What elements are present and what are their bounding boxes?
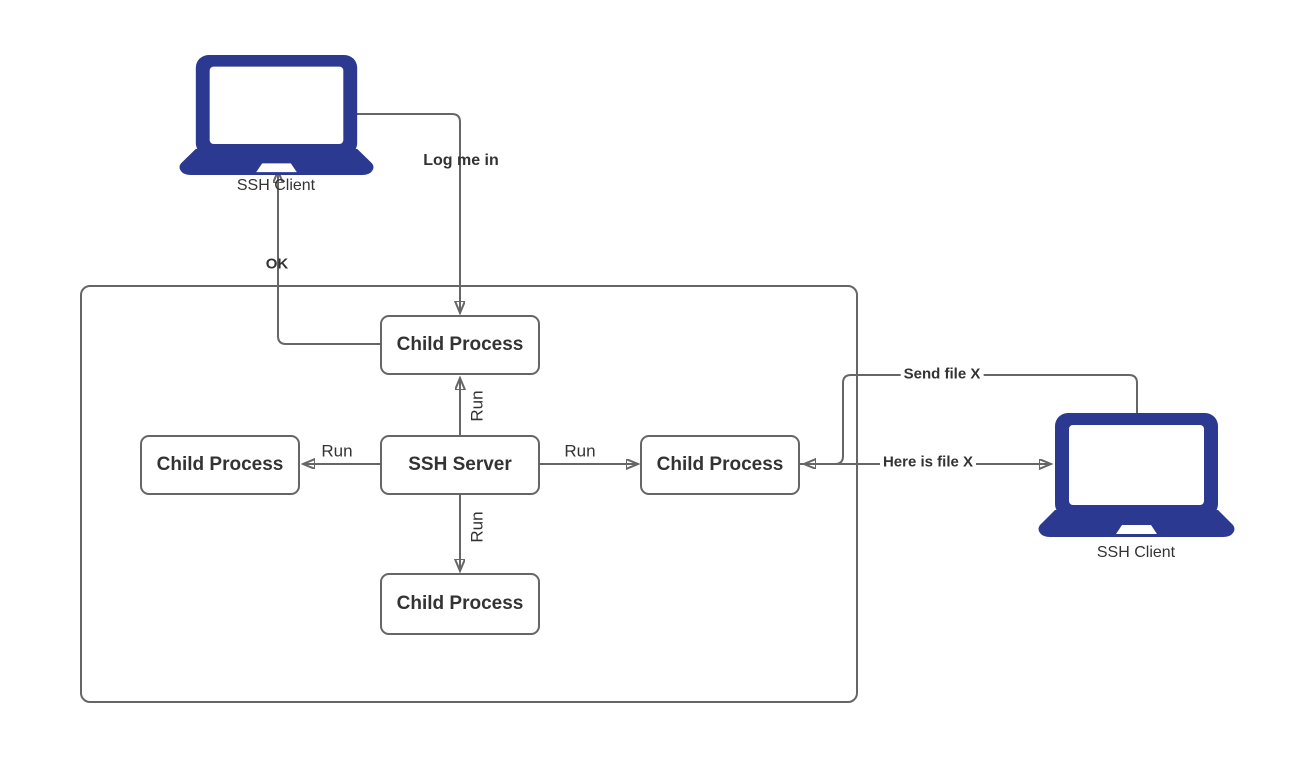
node-child-process-right: Child Process bbox=[640, 435, 800, 495]
laptop-label-right: SSH Client bbox=[1096, 544, 1176, 561]
edge-label-log-me-in: Log me in bbox=[423, 152, 499, 169]
server-boundary-box bbox=[80, 285, 858, 703]
edge-label-run-down: Run bbox=[467, 511, 487, 543]
edge-label-ok: OK bbox=[265, 255, 289, 273]
edge-label-run-right: Run bbox=[564, 441, 596, 461]
node-child-process-bottom: Child Process bbox=[380, 573, 540, 635]
node-child-process-top: Child Process bbox=[380, 315, 540, 375]
edge-label-run-left: Run bbox=[321, 441, 353, 461]
node-child-process-left: Child Process bbox=[140, 435, 300, 495]
edge-label-send-file-x: Send file X bbox=[900, 365, 984, 383]
laptop-icon bbox=[179, 55, 374, 175]
edge-ok bbox=[278, 172, 380, 345]
laptop-icon bbox=[1038, 413, 1235, 537]
laptop-label-top: SSH Client bbox=[236, 177, 316, 194]
edge-label-here-is-file-x: Here is file X bbox=[879, 453, 977, 471]
edge-log-me-in bbox=[357, 113, 460, 312]
edge-label-run-up: Run bbox=[467, 390, 487, 422]
node-ssh-server: SSH Server bbox=[380, 435, 540, 495]
edge-send-file-x bbox=[805, 374, 1138, 464]
